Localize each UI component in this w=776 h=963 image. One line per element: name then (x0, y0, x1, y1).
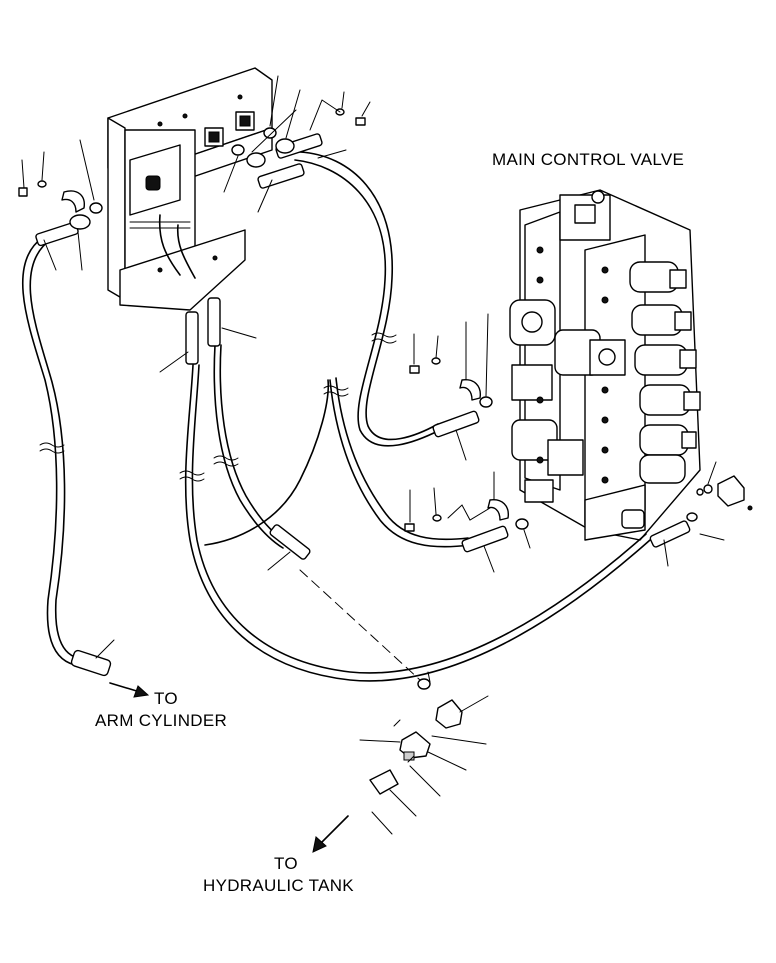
right-elbow-fitting (696, 475, 753, 511)
label-hydraulic-tank: HYDRAULIC TANK (203, 876, 354, 895)
hose-end-fittings (35, 133, 691, 677)
label-to-tank-line1: TO (274, 854, 298, 873)
label-arm-cylinder: ARM CYLINDER (95, 711, 228, 730)
flanges-and-bolts (18, 99, 698, 532)
leader-lines (21, 75, 725, 835)
valve-block-assembly (107, 67, 273, 311)
spool-caps (629, 261, 701, 484)
valve-bolts (536, 246, 609, 484)
label-to-arm-line1: TO (154, 689, 178, 708)
arrow-to-hydraulic-tank (312, 815, 349, 853)
label-main-control-valve: MAIN CONTROL VALVE (492, 150, 685, 169)
arrow-to-arm-cylinder (109, 682, 150, 698)
main-control-valve (509, 189, 701, 541)
hose-lines (21, 151, 651, 682)
break-marks (39, 332, 397, 482)
tank-return-fittings (299, 569, 463, 795)
